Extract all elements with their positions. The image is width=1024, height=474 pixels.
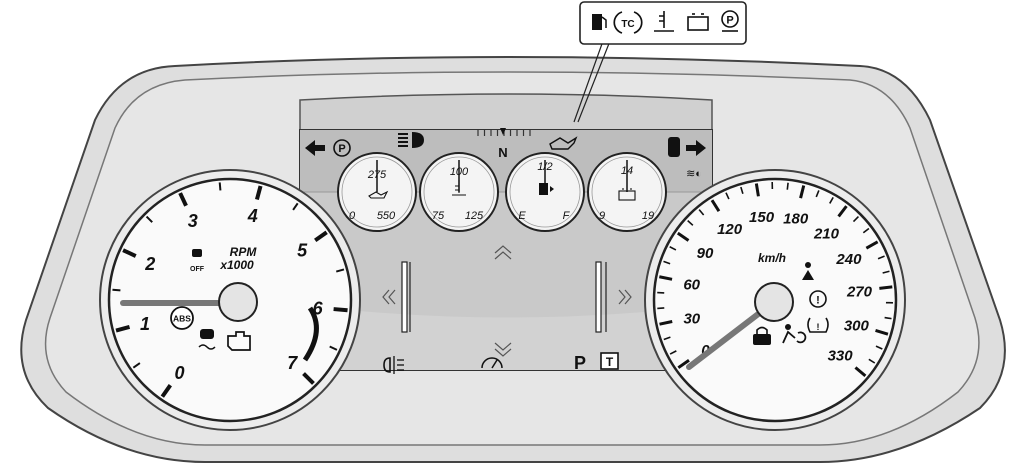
tach-label: 5 bbox=[297, 241, 308, 261]
svg-text:14: 14 bbox=[621, 165, 633, 177]
svg-text:9: 9 bbox=[599, 210, 605, 222]
svg-text:1/2: 1/2 bbox=[537, 161, 552, 173]
voltage-gauge: 14 9 19 bbox=[588, 153, 666, 231]
svg-text:E: E bbox=[518, 210, 526, 222]
svg-text:P: P bbox=[726, 15, 733, 27]
speed-label: 30 bbox=[683, 310, 700, 327]
fuel-gauge: 1/2 E F bbox=[506, 153, 584, 231]
speed-label: 150 bbox=[749, 209, 775, 226]
speed-label: 270 bbox=[846, 284, 873, 301]
speed-tick bbox=[879, 287, 892, 288]
svg-text:ABS: ABS bbox=[173, 314, 191, 324]
svg-text:TC: TC bbox=[621, 19, 634, 30]
speed-label: 210 bbox=[813, 225, 840, 242]
tach-tick bbox=[112, 290, 120, 291]
tach-label: 4 bbox=[247, 206, 258, 226]
speed-unit: km/h bbox=[758, 251, 786, 265]
rpm-unit: x1000 bbox=[219, 258, 254, 272]
park-indicator: P bbox=[574, 353, 586, 373]
tach-tick bbox=[220, 182, 221, 190]
speed-tick bbox=[885, 318, 892, 319]
tach-label: 0 bbox=[175, 363, 185, 383]
svg-text:100: 100 bbox=[450, 166, 469, 178]
speed-tick bbox=[756, 183, 758, 196]
front-fog-icon: ≋◐ bbox=[686, 168, 702, 180]
speed-label: 180 bbox=[783, 211, 809, 228]
svg-text:OFF: OFF bbox=[190, 266, 205, 273]
svg-text:!: ! bbox=[817, 322, 820, 332]
speed-label: 300 bbox=[844, 318, 870, 335]
speed-label: 90 bbox=[697, 245, 714, 262]
svg-text:275: 275 bbox=[367, 169, 387, 181]
speed-label: 120 bbox=[717, 221, 743, 238]
coolant-temp-gauge: 100 75 125 bbox=[420, 153, 498, 231]
speed-label: 240 bbox=[835, 251, 862, 268]
svg-text:125: 125 bbox=[465, 210, 484, 222]
abs-icon: ABS bbox=[171, 307, 193, 329]
speed-label: 60 bbox=[683, 276, 700, 293]
rpm-label: RPM bbox=[230, 245, 258, 259]
svg-text:T: T bbox=[606, 355, 614, 369]
svg-text:!: ! bbox=[816, 295, 820, 307]
speed-label: 330 bbox=[828, 348, 854, 365]
oil-pressure-gauge: 275 0 550 bbox=[338, 153, 416, 231]
gear-indicator: N bbox=[498, 145, 507, 160]
tach-label: 7 bbox=[287, 353, 298, 373]
svg-text:75: 75 bbox=[432, 210, 445, 222]
svg-text:19: 19 bbox=[642, 210, 654, 222]
speed-hub bbox=[755, 283, 793, 321]
door-ajar-icon bbox=[668, 137, 680, 157]
svg-text:≋◐: ≋◐ bbox=[686, 168, 702, 180]
tach-label: 1 bbox=[140, 314, 150, 334]
tach-tick bbox=[334, 309, 348, 310]
svg-text:550: 550 bbox=[377, 210, 396, 222]
tach-label: 3 bbox=[188, 211, 198, 231]
speed-tick bbox=[787, 183, 788, 190]
tow-mode-indicator: T bbox=[601, 353, 618, 369]
svg-text:0: 0 bbox=[349, 210, 356, 222]
fuel-pump-icon bbox=[539, 183, 548, 195]
tach-hub bbox=[219, 283, 257, 321]
svg-text:P: P bbox=[338, 143, 345, 155]
tach-label: 2 bbox=[144, 254, 155, 274]
